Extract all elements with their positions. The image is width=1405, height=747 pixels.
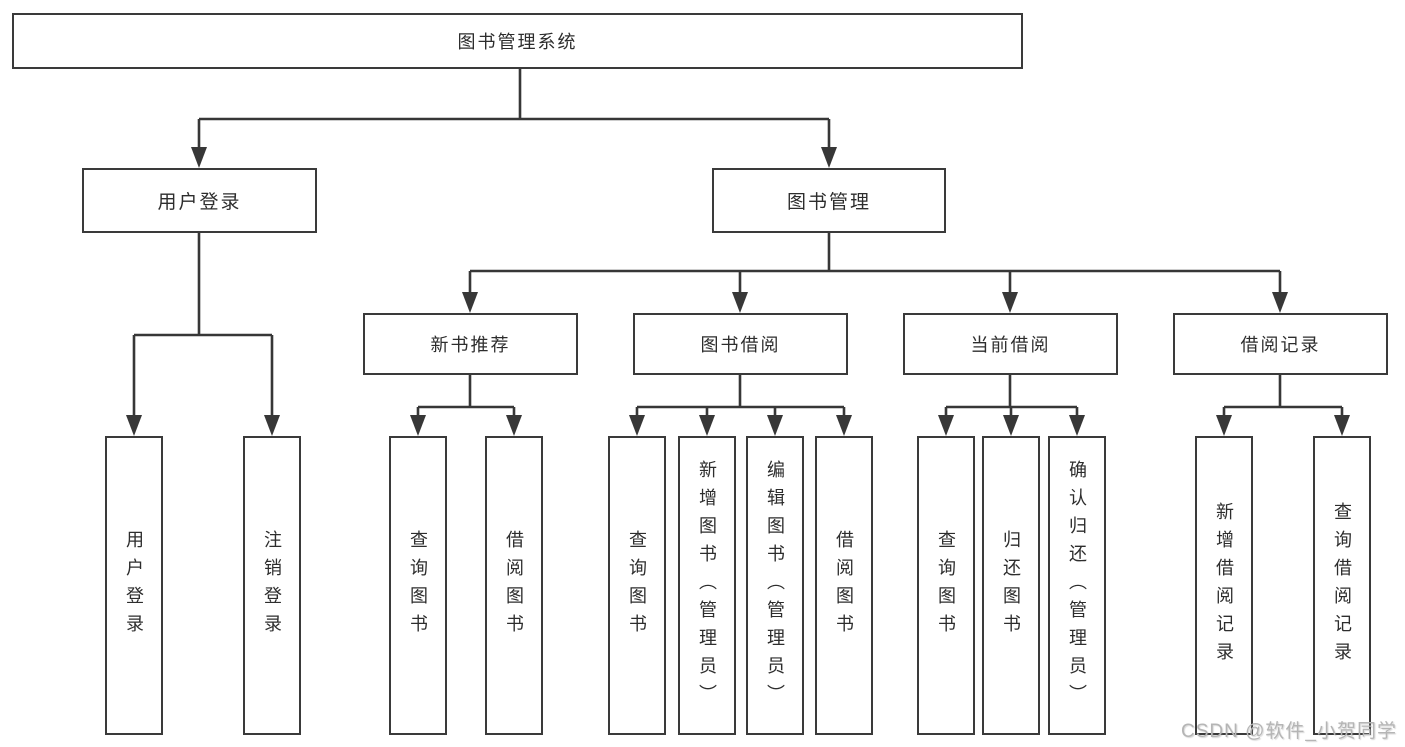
- connector-new-book-recommend-children: [410, 375, 522, 436]
- node-current-borrowing: 当前借阅: [903, 313, 1118, 375]
- leaf-query-books-1: 查询图书: [389, 436, 447, 735]
- node-user-login: 用户登录: [82, 168, 317, 233]
- leaf-query-books-3: 查询图书: [917, 436, 975, 735]
- connector-borrowing-records-children: [1216, 375, 1350, 436]
- connector-book-management-children: [462, 233, 1288, 313]
- leaf-return-books: 归还图书: [982, 436, 1040, 735]
- connector-book-borrowing-children: [629, 375, 852, 436]
- leaf-borrow-books-2: 借阅图书: [815, 436, 873, 735]
- leaf-query-books-2: 查询图书: [608, 436, 666, 735]
- connector-root-to-level2: [191, 69, 837, 168]
- node-book-management: 图书管理: [712, 168, 946, 233]
- leaf-edit-book-admin: 编辑图书（管理员）: [746, 436, 804, 735]
- connector-current-borrowing-children: [938, 375, 1085, 436]
- node-root: 图书管理系统: [12, 13, 1023, 69]
- leaf-add-borrow-record: 新增借阅记录: [1195, 436, 1253, 735]
- node-borrowing-records: 借阅记录: [1173, 313, 1388, 375]
- watermark: CSDN @软件_小贺同学: [1181, 721, 1397, 742]
- node-book-borrowing: 图书借阅: [633, 313, 848, 375]
- node-new-book-recommend: 新书推荐: [363, 313, 578, 375]
- leaf-confirm-return-admin: 确认归还（管理员）: [1048, 436, 1106, 735]
- leaf-add-book-admin: 新增图书（管理员）: [678, 436, 736, 735]
- connector-user-login-children: [126, 233, 280, 436]
- leaf-borrow-books-1: 借阅图书: [485, 436, 543, 735]
- leaf-logout: 注销登录: [243, 436, 301, 735]
- leaf-user-login: 用户登录: [105, 436, 163, 735]
- leaf-query-borrow-record: 查询借阅记录: [1313, 436, 1371, 735]
